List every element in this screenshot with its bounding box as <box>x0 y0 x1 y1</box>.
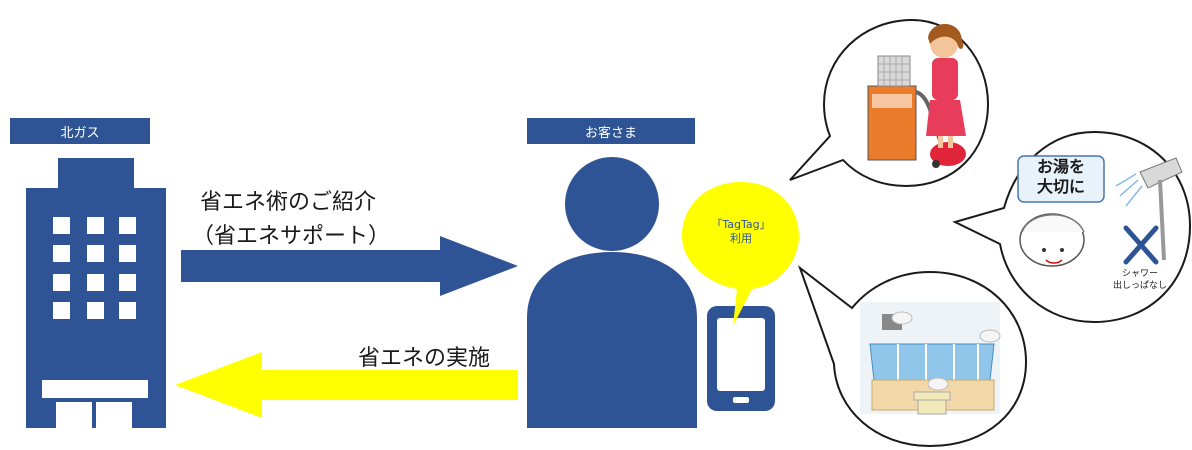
shower-caption-line2: 出しっぱなし <box>1112 281 1167 291</box>
arrow-left-label: 省エネの実施 <box>358 346 491 371</box>
arrow-right-label-line2: （省エネサポート） <box>192 224 391 249</box>
shower-callout-line2: 大切に <box>1036 177 1085 196</box>
tagtag-line2: 利用 <box>730 232 752 245</box>
customer-label-text: お客さま <box>584 125 637 141</box>
customer-label: お客さま <box>527 118 695 144</box>
shower-caption: シャワー 出しっぱなし <box>1098 268 1182 292</box>
arrow-right-label-line1: 省エネ術のご紹介 <box>200 190 377 215</box>
shower-callout-line1: お湯を <box>1036 157 1085 176</box>
tagtag-bubble-text: 「TagTag」 利用 <box>682 218 800 246</box>
company-label-text: 北ガス <box>60 125 100 141</box>
tagtag-line1: 「TagTag」 <box>711 218 771 231</box>
shower-caption-line1: シャワー <box>1121 269 1158 279</box>
company-label: 北ガス <box>10 118 150 144</box>
shower-callout-text: お湯を 大切に <box>1018 157 1104 197</box>
